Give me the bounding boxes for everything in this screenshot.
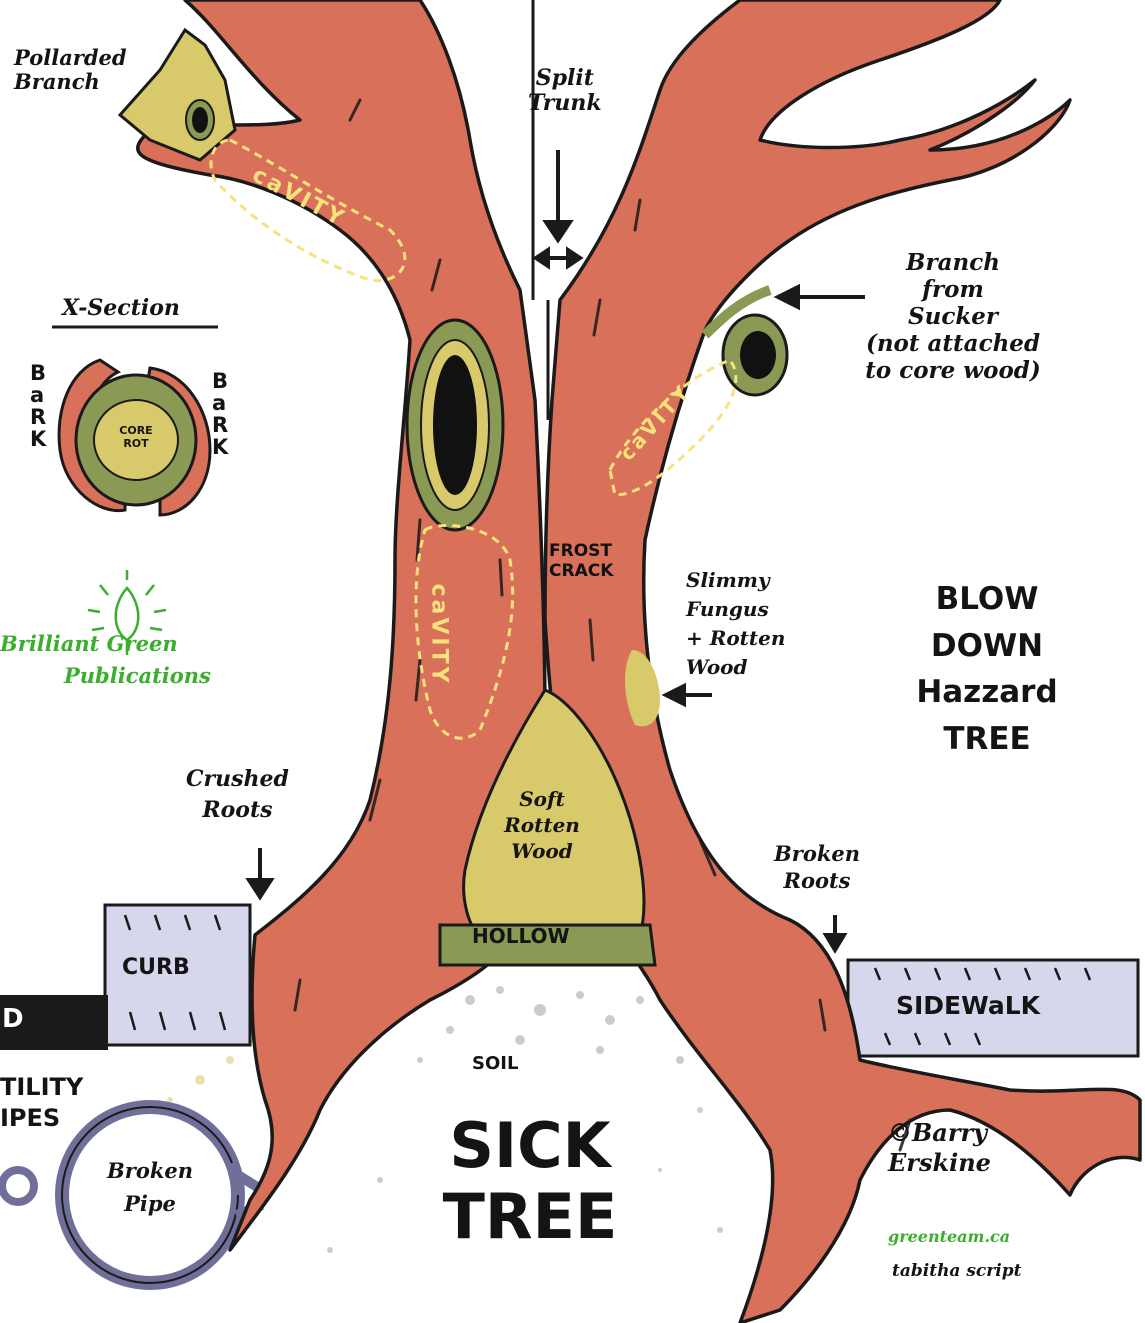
utility-pipes-label: TILITY IPES bbox=[0, 1072, 83, 1134]
branch-from-sucker-label: Branch from Sucker (not attached to core… bbox=[848, 250, 1058, 385]
hollow-label: HOLLOW bbox=[472, 925, 570, 948]
curb-label: CURB bbox=[122, 955, 190, 980]
broken-roots-label: Broken Roots bbox=[774, 840, 860, 895]
x-section-title: X-Section bbox=[62, 296, 180, 321]
copyright-credit: ©Barry Erskine bbox=[888, 1118, 991, 1178]
credit-font-note: tabitha script bbox=[892, 1262, 1021, 1282]
credit-website: greenteam.ca bbox=[888, 1228, 1010, 1246]
sick-tree-title: SICK TREE bbox=[430, 1110, 630, 1253]
x-section-diagram bbox=[52, 327, 218, 515]
publisher-name-line1: Brilliant Green bbox=[0, 632, 178, 656]
split-trunk-label: Split Trunk bbox=[528, 66, 602, 117]
trunk-hole bbox=[407, 320, 503, 530]
sidewalk-label: SIDEWaLK bbox=[896, 992, 1040, 1021]
soft-rotten-wood-label: Soft Rotten Wood bbox=[492, 786, 592, 864]
crushed-roots-label: Crushed Roots bbox=[186, 764, 289, 826]
bark-right-label: B a R K bbox=[212, 370, 228, 458]
publisher-name-line2: Publications bbox=[64, 664, 211, 688]
core-rot-label: CORE ROT bbox=[103, 425, 169, 450]
frost-crack-label: FROST CRACK bbox=[549, 542, 613, 581]
pollarded-branch-label: Pollarded Branch bbox=[14, 46, 127, 94]
broken-pipe-label: Broken Pipe bbox=[94, 1155, 206, 1220]
road-fragment-label: D bbox=[2, 1005, 24, 1035]
blow-down-hazard-title: BLOW DOWN Hazzard TREE bbox=[882, 576, 1092, 762]
pollarded-stump bbox=[120, 30, 235, 160]
slimy-fungus-label: Slimmy Fungus + Rotten Wood bbox=[686, 566, 785, 682]
cavity-label-trunk: caVITY bbox=[427, 583, 452, 685]
soil-label: SOIL bbox=[472, 1054, 518, 1075]
bark-left-label: B a R K bbox=[30, 362, 46, 450]
